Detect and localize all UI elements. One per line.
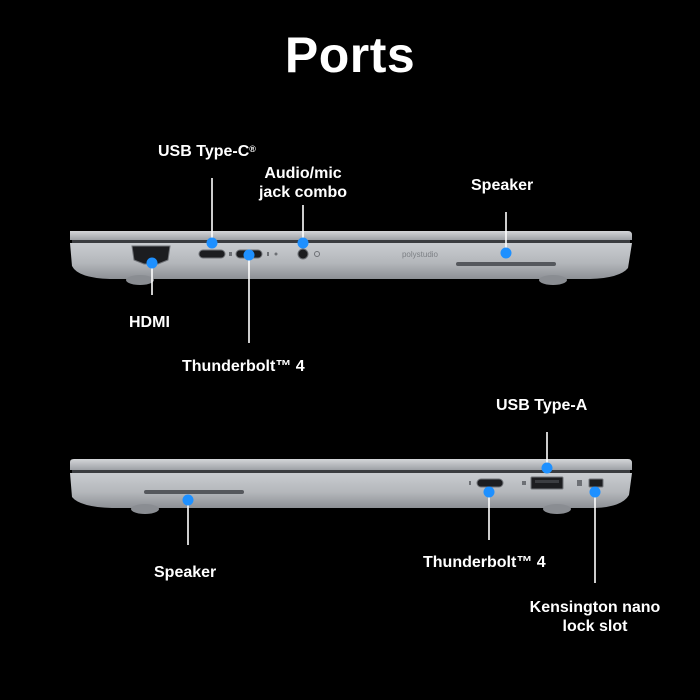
engraving-text: polystudio [402, 250, 439, 259]
thunderbolt-bottom-label: Thunderbolt™ 4 [423, 554, 546, 571]
hdmi-label: HDMI [129, 314, 170, 331]
laptop-right-side [70, 459, 632, 514]
usb-a-dot [541, 462, 553, 474]
speaker-bottom-dot [182, 494, 194, 506]
kensington-dot [589, 486, 601, 498]
usb-c-dot [206, 237, 218, 249]
thunderbolt-top-dot [243, 249, 255, 261]
thunderbolt-top-label: Thunderbolt™ 4 [182, 358, 305, 375]
hdmi-dot [146, 257, 158, 269]
page-title: Ports [284, 27, 416, 83]
audio-dot [297, 237, 309, 249]
laptop-left-side [70, 231, 632, 285]
audio-jack-label: Audio/mic jack combo [258, 165, 348, 201]
thunderbolt-bottom-dot [483, 486, 495, 498]
speaker-top-dot [500, 247, 512, 259]
speaker-top-label: Speaker [471, 177, 534, 194]
usb-a-label: USB Type-A [496, 397, 588, 414]
speaker-bottom-label: Speaker [154, 564, 217, 581]
kensington-label: Kensington nano lock slot [529, 599, 661, 635]
usb-c-label: USB Type-C® [158, 143, 256, 160]
